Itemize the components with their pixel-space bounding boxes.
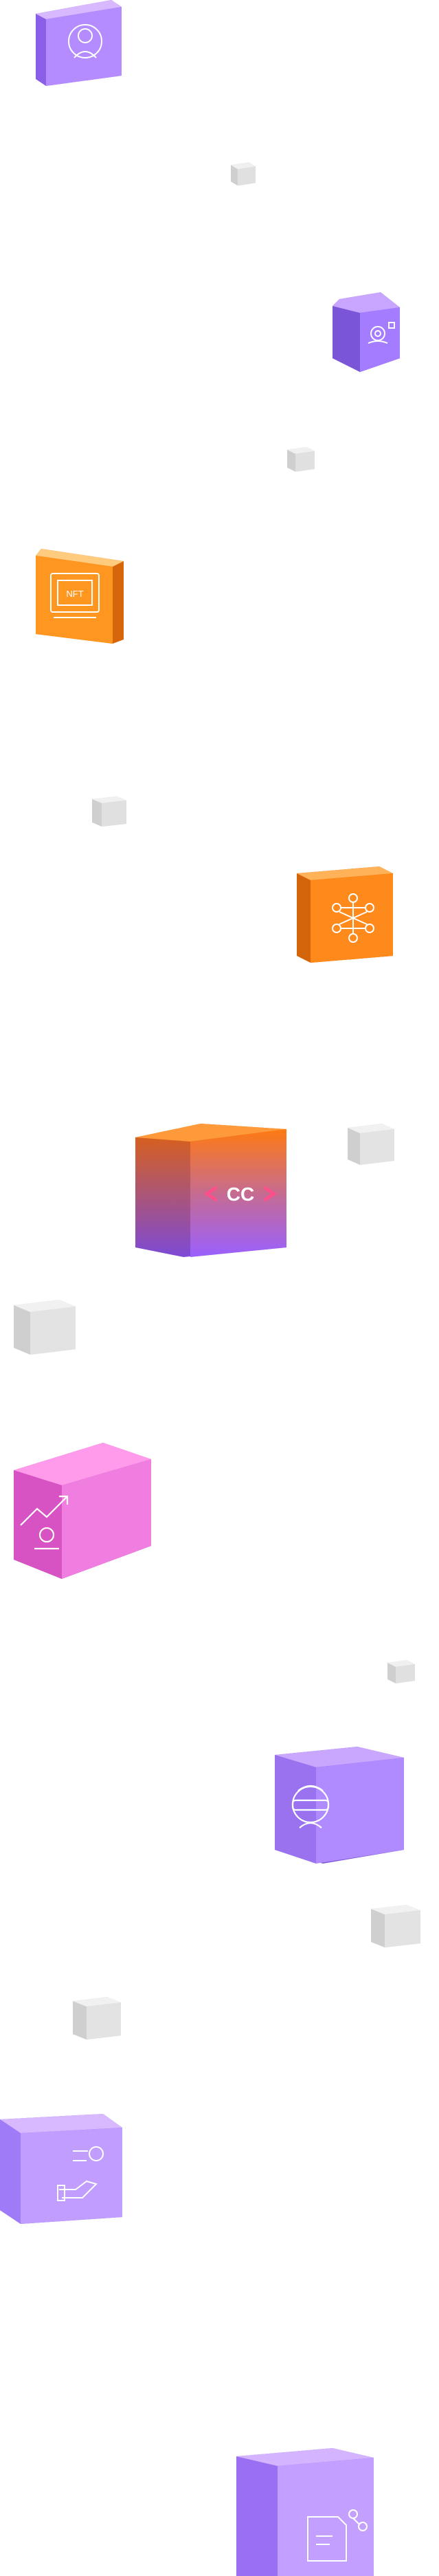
- grey-cube-4: [348, 1124, 394, 1165]
- grey-cube-5: [14, 1300, 76, 1355]
- grey-cube-2: [287, 447, 315, 472]
- cc-label: CC: [227, 1183, 254, 1205]
- avatar-icon: [68, 24, 102, 58]
- growth-chart-icon: [20, 1495, 69, 1550]
- growth-cube: [14, 1443, 151, 1579]
- grey-cube-6: [387, 1660, 415, 1683]
- automation-cube: [0, 2114, 122, 2224]
- vr-cube: [275, 1747, 404, 1864]
- nft-icon: NFT: [50, 573, 100, 618]
- grey-cube-3: [92, 796, 126, 827]
- settings-eye-cube: [333, 292, 400, 372]
- document-share-icon: [307, 2509, 368, 2562]
- nft-cube: NFT: [36, 549, 124, 644]
- avatar-cube: [36, 0, 122, 86]
- grey-cube-1: [231, 162, 256, 186]
- cc-logo-cube: CC: [135, 1124, 286, 1257]
- document-cube: [236, 2448, 374, 2576]
- grey-cube-8: [73, 1997, 121, 2040]
- nft-label: NFT: [66, 589, 83, 599]
- robotic-hand-icon: [57, 2146, 104, 2201]
- settings-eye-icon: [368, 322, 395, 344]
- network-icon: [332, 893, 374, 943]
- grey-cube-7: [371, 1905, 420, 1947]
- code-brackets-icon: CC: [204, 1183, 277, 1205]
- vr-headset-icon: [291, 1784, 330, 1829]
- network-cube: [297, 866, 393, 963]
